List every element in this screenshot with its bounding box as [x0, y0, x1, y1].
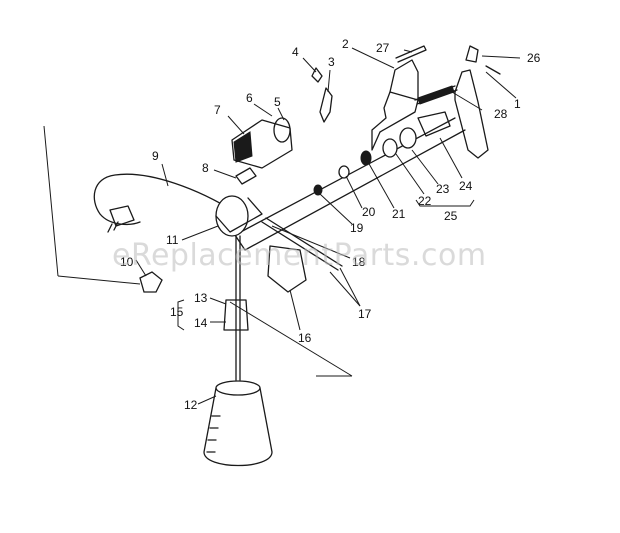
housing-cap	[389, 59, 419, 101]
tube-18	[261, 217, 343, 271]
nozzle-24	[417, 111, 451, 137]
callout-28: 28	[494, 107, 508, 121]
motor-end-5	[273, 117, 291, 143]
callout-8: 8	[202, 161, 209, 175]
callout-26: 26	[527, 51, 541, 65]
callout-14: 14	[194, 316, 208, 330]
callout-27: 27	[376, 41, 390, 55]
leader-lines	[43, 47, 521, 405]
callout-10: 10	[120, 255, 134, 269]
callout-9: 9	[152, 149, 159, 163]
valve-16	[267, 245, 307, 293]
watermark-text: eReplacementParts.com	[112, 238, 487, 273]
callout-21: 21	[392, 207, 406, 221]
nozzle-ring-21	[360, 150, 372, 166]
seal-19	[313, 184, 323, 196]
callout-22: 22	[418, 194, 432, 208]
callouts: 1 2 3 4 5 6 7 8 9 10 11 12 13 14 15 16 1…	[120, 37, 541, 412]
clip-3	[319, 87, 333, 123]
callout-11: 11	[166, 233, 179, 247]
power-cord-9	[93, 173, 236, 226]
trigger-1	[454, 69, 489, 159]
callout-7: 7	[214, 103, 221, 117]
callout-17: 17	[358, 307, 372, 321]
washer-20	[338, 165, 350, 179]
callout-18: 18	[352, 255, 366, 269]
cord-plug	[107, 205, 135, 233]
callout-20: 20	[362, 205, 376, 219]
container-graduations	[206, 415, 221, 453]
container-12	[203, 387, 273, 467]
callout-19: 19	[350, 221, 364, 235]
callout-24: 24	[459, 179, 473, 193]
spring-28-coil	[417, 85, 455, 105]
callout-6: 6	[246, 91, 253, 105]
callout-25: 25	[444, 209, 458, 223]
knob-10	[139, 271, 163, 293]
motor-block-face	[233, 131, 253, 163]
nozzle-ring-23	[399, 127, 417, 149]
nozzle-ring-22	[382, 138, 398, 158]
clip-4	[311, 67, 323, 83]
callout-13: 13	[194, 291, 208, 305]
pump-housing-body	[215, 197, 263, 233]
callout-16: 16	[298, 331, 312, 345]
lever-26	[465, 45, 501, 75]
filter-13-14	[223, 299, 249, 331]
parts-drawing	[93, 45, 501, 467]
motor-block-7	[231, 119, 293, 169]
container-rim	[215, 380, 261, 396]
bracket-8	[235, 167, 257, 185]
callout-1: 1	[514, 97, 521, 111]
callout-23: 23	[436, 182, 450, 196]
pin-27	[395, 45, 427, 63]
callout-15: 15	[170, 305, 184, 319]
callout-4: 4	[292, 45, 299, 59]
callout-2: 2	[342, 37, 349, 51]
callout-12: 12	[184, 398, 198, 412]
callout-5: 5	[274, 95, 281, 109]
pump-housing	[215, 195, 249, 237]
callout-3: 3	[328, 55, 335, 69]
